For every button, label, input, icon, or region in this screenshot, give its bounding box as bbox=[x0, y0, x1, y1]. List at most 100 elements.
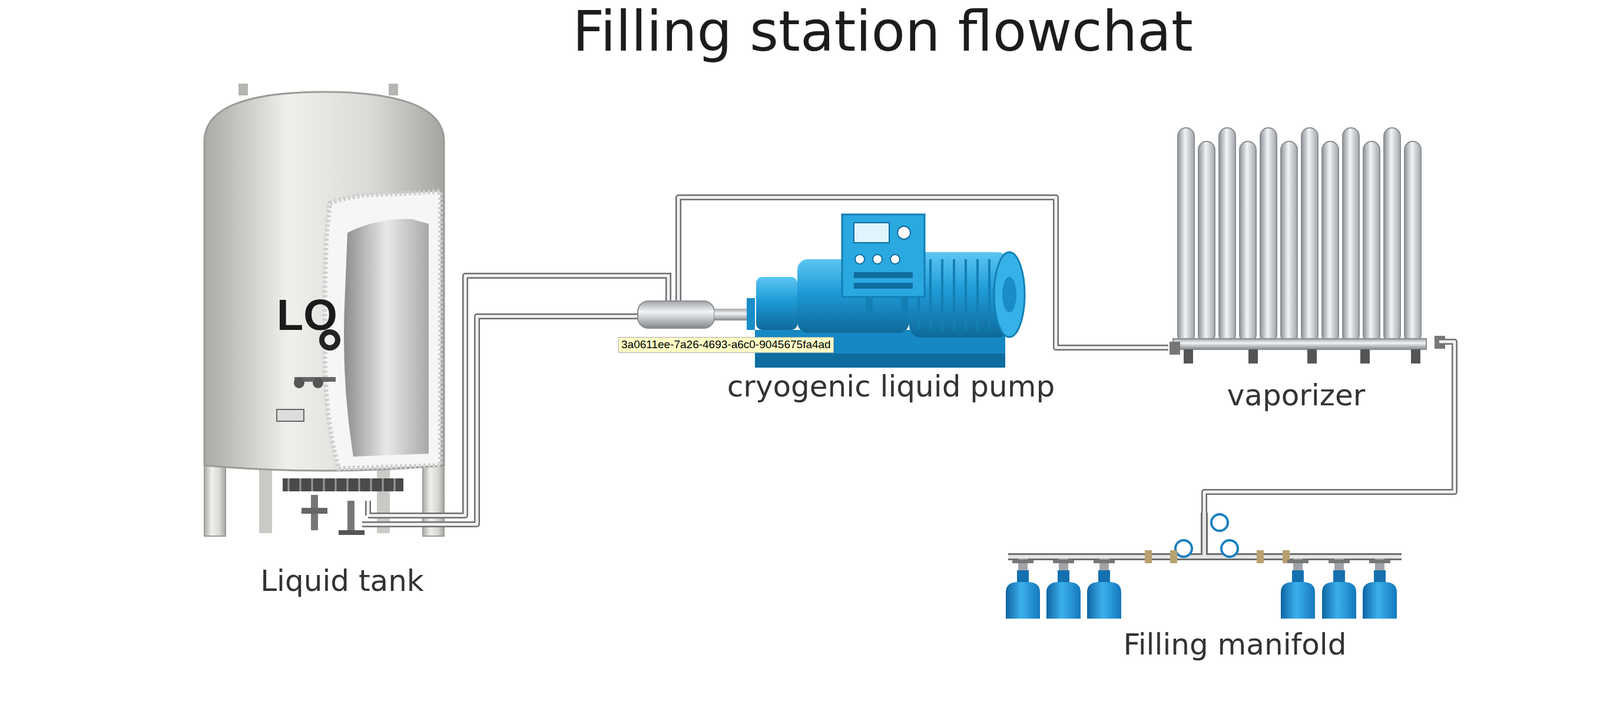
pipe-bore bbox=[453, 275, 631, 516]
vaporizer-illustration-part bbox=[1360, 349, 1370, 364]
vaporizer-illustration-part bbox=[1198, 141, 1215, 343]
cryogenic-pump-illustration-part bbox=[855, 254, 865, 264]
filling-manifold-illustration-part bbox=[1211, 514, 1228, 531]
equipment-node: cryogenic liquid pump bbox=[630, 211, 1031, 407]
liquid-tank-illustration-part bbox=[338, 529, 365, 535]
filling-manifold-illustration-part bbox=[1221, 540, 1238, 557]
filling-manifold-illustration-part bbox=[1052, 559, 1075, 563]
vaporizer-illustration bbox=[1169, 127, 1446, 364]
pipe-outline bbox=[453, 316, 631, 525]
vaporizer-illustration-part bbox=[1218, 127, 1236, 343]
cryogenic-pump-illustration-part bbox=[675, 211, 682, 301]
liquid-tank-illustration-part bbox=[301, 507, 328, 514]
equipment-node: Filling manifold bbox=[999, 512, 1413, 666]
filling-manifold-illustration-part bbox=[1328, 559, 1350, 563]
filling-manifold-illustration bbox=[1005, 512, 1402, 619]
liquid-tank-illustration-part bbox=[362, 500, 454, 525]
equipment-node: vaporizer bbox=[1168, 117, 1440, 413]
filling-manifold-illustration-part bbox=[1256, 550, 1264, 563]
vaporizer-illustration-part bbox=[1383, 127, 1401, 343]
vaporizer-illustration-part bbox=[1248, 349, 1258, 364]
liquid-tank-illustration-part bbox=[324, 191, 441, 469]
filling-manifold-illustration-part bbox=[1373, 570, 1386, 583]
filling-manifold-illustration-part bbox=[1287, 559, 1309, 563]
filling-manifold-illustration-part bbox=[1087, 581, 1122, 619]
vaporizer-illustration-part bbox=[1410, 349, 1421, 364]
equipment-node: LOLiquid tank bbox=[188, 82, 454, 607]
filling-manifold-illustration-part bbox=[1008, 512, 1402, 557]
cryogenic-pump-illustration-part bbox=[853, 282, 913, 289]
tank-marking: LO bbox=[276, 289, 395, 340]
vaporizer-illustration-part bbox=[1301, 127, 1318, 343]
liquid-tank-illustration-part bbox=[276, 409, 304, 422]
filling-manifold-illustration-part bbox=[1017, 570, 1029, 583]
cryogenic-pump-illustration-part bbox=[853, 272, 913, 278]
filling-manifold-illustration-part bbox=[1057, 570, 1070, 583]
pipe-connector bbox=[1204, 341, 1455, 513]
cryogenic-pump-illustration-part bbox=[994, 252, 1025, 337]
filling-manifold-illustration-part bbox=[1093, 559, 1115, 563]
cryogenic-pump-illustration-part bbox=[714, 308, 750, 321]
liquid-tank-illustration-part bbox=[259, 465, 273, 533]
liquid-tank-illustration-part bbox=[238, 83, 248, 96]
liquid-tank-illustration-part bbox=[343, 219, 429, 457]
filling-manifold-illustration-part bbox=[1012, 559, 1034, 563]
cryogenic-pump-illustration-part bbox=[842, 214, 925, 297]
cryogenic-pump-illustration-part bbox=[872, 254, 883, 264]
vaporizer-illustration-part bbox=[1280, 141, 1298, 343]
cryogenic-pump-illustration-part bbox=[756, 276, 798, 330]
pipe-outline bbox=[1204, 341, 1455, 513]
cryogenic-pump-illustration-part bbox=[890, 254, 900, 264]
vaporizer-illustration-part bbox=[1183, 349, 1194, 364]
liquid-tank-illustration-part bbox=[282, 478, 404, 492]
vaporizer-illustration-part bbox=[1173, 338, 1427, 350]
filling-manifold-illustration-part bbox=[1362, 581, 1397, 619]
pipe-connector bbox=[678, 197, 1169, 348]
filling-manifold-illustration-part bbox=[1005, 581, 1040, 619]
filling-manifold-illustration-part bbox=[1322, 581, 1357, 619]
cryogenic-pump-illustration-part bbox=[853, 222, 890, 243]
vaporizer-illustration-part bbox=[1342, 127, 1360, 343]
filling-manifold-illustration-part bbox=[1008, 512, 1402, 557]
id-tag: 3a0611ee-7a26-4693-a6c0-9045675fa4ad bbox=[618, 336, 834, 353]
pipe-connector bbox=[453, 316, 631, 525]
cryogenic-pump-illustration-part bbox=[897, 226, 911, 240]
filling-manifold-illustration-part bbox=[1046, 581, 1081, 619]
liquid-tank-illustration-part bbox=[204, 91, 445, 471]
cryogenic-pump-illustration-part bbox=[637, 300, 715, 329]
filling-manifold-illustration-part bbox=[1175, 540, 1192, 557]
filling-manifold-illustration-part bbox=[1280, 581, 1315, 619]
liquid-tank-illustration-part bbox=[362, 500, 454, 525]
equipment-label: Liquid tank bbox=[106, 564, 578, 599]
cryogenic-pump-illustration-part bbox=[918, 259, 990, 330]
pipe-bore bbox=[678, 197, 1169, 348]
filling-manifold-illustration-part bbox=[1098, 570, 1111, 583]
vaporizer-illustration-part bbox=[1307, 349, 1317, 364]
pipe-outline bbox=[678, 197, 1169, 348]
liquid-tank-illustration-part bbox=[388, 83, 399, 96]
vaporizer-illustration-part bbox=[1322, 141, 1339, 343]
vaporizer-illustration-part bbox=[1177, 127, 1195, 343]
equipment-label: vaporizer bbox=[1060, 378, 1532, 413]
equipment-label: Filling manifold bbox=[999, 627, 1471, 662]
liquid-tank-illustration-part bbox=[293, 377, 305, 389]
pipe-bore bbox=[453, 316, 631, 525]
vaporizer-illustration-part bbox=[1260, 127, 1277, 343]
liquid-tank-illustration bbox=[204, 83, 454, 536]
cryogenic-pump-illustration-part bbox=[754, 353, 1006, 368]
liquid-tank-illustration-part bbox=[347, 500, 355, 530]
cryogenic-pump-illustration-part bbox=[677, 211, 681, 301]
liquid-tank-illustration-part bbox=[312, 377, 324, 389]
vaporizer-illustration-part bbox=[1169, 341, 1181, 355]
vaporizer-illustration-part bbox=[1239, 141, 1257, 343]
cryogenic-pump-illustration-part bbox=[746, 297, 755, 330]
filling-manifold-illustration-part bbox=[1170, 550, 1178, 563]
vaporizer-illustration-part bbox=[1363, 141, 1380, 343]
pipe-connector bbox=[453, 275, 631, 516]
pipe-bore bbox=[1204, 341, 1455, 513]
filling-manifold-illustration-part bbox=[1292, 570, 1304, 583]
pipe-outline bbox=[453, 275, 631, 516]
